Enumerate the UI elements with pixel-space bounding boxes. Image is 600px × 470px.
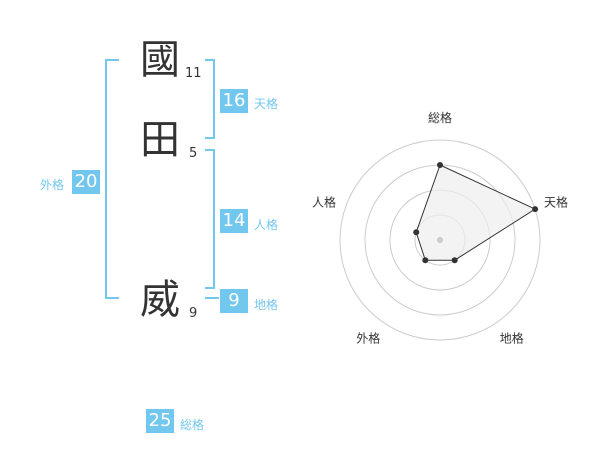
radar-ring-4 [339, 139, 541, 341]
radar-point-0 [437, 162, 443, 168]
radar-point-3 [422, 257, 429, 264]
jinkaku-bracket-bottom [205, 287, 215, 289]
gaikaku-value: 20 [72, 170, 100, 194]
soukaku-value: 25 [146, 409, 174, 433]
radar-axis-label-1: 天格 [544, 194, 568, 209]
chikaku-connector [205, 297, 219, 299]
gaikaku-bracket-bottom [105, 297, 119, 299]
jinkaku-label: 人格 [254, 218, 279, 232]
tenkaku-bracket-bottom [205, 137, 215, 139]
chikaku-value: 9 [220, 289, 248, 313]
jinkaku-bracket-vertical [213, 149, 215, 289]
chikaku-label: 地格 [254, 298, 279, 312]
stroke-count-2: 5 [189, 146, 198, 161]
stroke-count-1: 11 [185, 66, 202, 81]
gaikaku-label: 外格 [40, 178, 65, 192]
tenkaku-value: 16 [220, 89, 248, 113]
gaikaku-bracket-top [105, 59, 119, 61]
tenkaku-bracket-vertical [213, 59, 215, 139]
radar-point-1 [532, 206, 539, 213]
radar-center-dot [437, 237, 443, 243]
jinkaku-value: 14 [220, 209, 248, 233]
stroke-count-3: 9 [189, 306, 198, 321]
radar-point-4 [413, 229, 420, 236]
radar-axis-label-3: 外格 [356, 331, 380, 346]
gaikaku-bracket-vertical [105, 59, 107, 299]
radar-area [415, 164, 537, 261]
name-char-2: 田 [140, 117, 180, 163]
name-char-1: 國 [140, 37, 180, 83]
jinkaku-bracket-top [205, 149, 215, 151]
tenkaku-label: 天格 [254, 97, 279, 111]
radar-point-2 [451, 257, 458, 264]
radar-axis-label-4: 人格 [312, 194, 336, 209]
radar-points [413, 162, 539, 264]
name-char-3: 威 [140, 277, 180, 323]
radar-axis-label-2: 地格 [500, 331, 524, 346]
radar-axis-label-0: 総格 [428, 110, 452, 125]
soukaku-label: 総格 [180, 418, 205, 432]
tenkaku-bracket-top [205, 59, 215, 61]
